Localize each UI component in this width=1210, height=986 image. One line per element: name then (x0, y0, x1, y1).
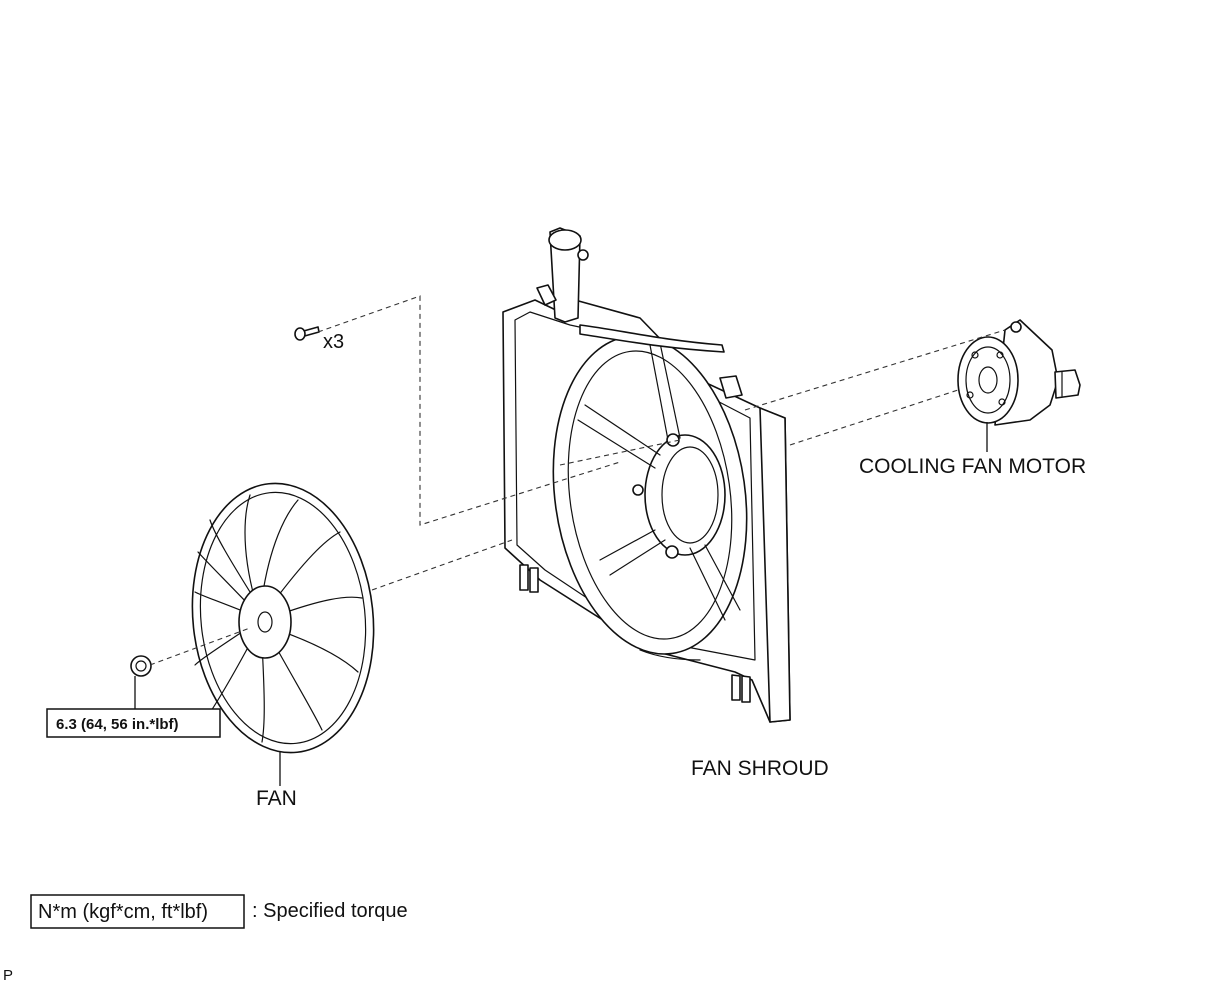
reference-mark: P (3, 967, 13, 984)
legend-unit-box (30, 894, 245, 929)
fan-shroud (502, 227, 791, 723)
fan-label: FAN (256, 787, 297, 810)
legend-description: : Specified torque (252, 900, 408, 922)
nut-torque-box (46, 708, 221, 738)
nut-torque-value: 6.3 (64, 56 in.*lbf) (56, 716, 179, 733)
nut (130, 655, 152, 677)
cooling-fan-motor (957, 319, 1081, 426)
cooling-fan-motor-label: COOLING FAN MOTOR (859, 455, 1086, 478)
assembly-lines (149, 295, 1006, 666)
bolt (294, 326, 320, 341)
fan-shroud-label: FAN SHROUD (691, 757, 829, 780)
legend-unit-text: N*m (kgf*cm, ft*lbf) (38, 901, 208, 923)
bolt-quantity-label: x3 (323, 331, 344, 353)
fan (191, 482, 375, 754)
